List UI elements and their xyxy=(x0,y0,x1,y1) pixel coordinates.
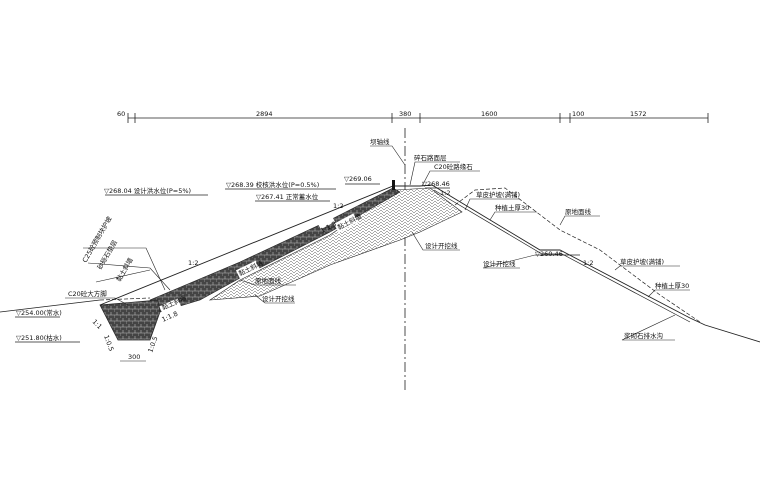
dim-1600: 1600 xyxy=(481,110,498,118)
dam-fill-zone xyxy=(208,187,463,301)
crest-wall-elevation: ▽269.06 xyxy=(344,175,372,183)
ground-line-left xyxy=(0,299,101,313)
slope-toe-l: 1:0.5 xyxy=(102,334,115,352)
concrete-toe xyxy=(99,299,161,341)
normal-river-level: ▽254.00(常水) xyxy=(16,308,62,317)
grass-slope-top-label: 草皮护坡(满铺) xyxy=(476,190,520,199)
excavation-right-label: 设计开挖线 xyxy=(483,259,516,268)
dim-1572: 1572 xyxy=(630,110,647,118)
design-flood-level: ▽268.04 设计洪水位(P=5%) xyxy=(104,186,191,195)
dim-2894: 2894 xyxy=(256,110,273,118)
slope-upstream-top: 1:2 xyxy=(333,202,343,210)
road-surface-label: 碎石路面层 xyxy=(414,153,447,162)
check-flood-level: ▽268.39 校核洪水位(P=0.5%) xyxy=(226,180,319,189)
original-ground-right-label: 原地面线 xyxy=(565,207,592,216)
leader-lines xyxy=(65,145,690,362)
curb-label: C20砼路缘石 xyxy=(434,162,473,171)
normal-water-level: ▽267.41 正常蓄水位 xyxy=(256,192,319,201)
slope-toe-left: 1:1 xyxy=(91,318,104,331)
crest-elevation: ▽268.46 xyxy=(422,180,450,188)
drain-label: 浆砌石排水沟 xyxy=(624,331,663,340)
grass-slope-bottom-label: 草皮护坡(满铺) xyxy=(620,257,664,266)
original-ground-line xyxy=(454,187,701,323)
clay-left-label: 黏土斜墙 xyxy=(114,256,135,283)
topsoil-bottom-label: 种植土厚30 xyxy=(655,281,689,290)
low-river-level: ▽251.80(枯水) xyxy=(16,333,62,342)
berm-elevation: ▽260.46 xyxy=(535,250,563,258)
water-level-lines xyxy=(15,183,580,343)
downstream-slope-surface xyxy=(419,184,760,343)
dim-60: 60 xyxy=(117,110,125,118)
dam-axis-label: 坝轴线 xyxy=(370,137,390,146)
dim-380: 380 xyxy=(399,110,411,118)
topsoil-top-label: 种植土厚30 xyxy=(495,203,529,212)
excavation-core-label: 设计开挖线 xyxy=(425,241,458,250)
dimension-line xyxy=(127,113,709,123)
slope-downstream-top: 1:2 xyxy=(440,189,450,197)
toe-label: C20砼大方脚 xyxy=(68,289,107,298)
parapet-wall xyxy=(392,180,395,190)
slope-downstream-bottom: 1:2 xyxy=(583,259,593,267)
toe-width-label: 300 xyxy=(128,353,140,361)
excavation-left-label: 设计开挖线 xyxy=(262,294,295,303)
dim-100: 100 xyxy=(572,110,584,118)
slope-upstream-mid: 1:2 xyxy=(188,259,198,267)
original-ground-mid-label: 原地面线 xyxy=(255,276,282,285)
